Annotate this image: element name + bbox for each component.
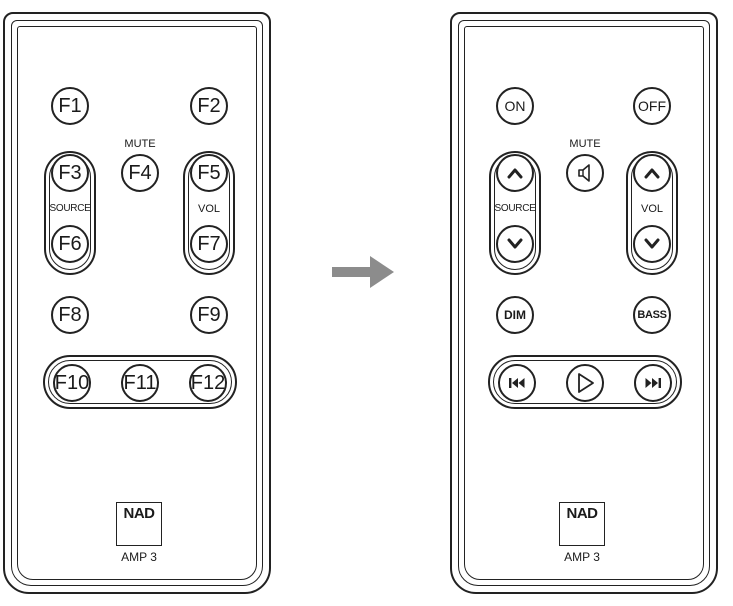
brand-logo-text: NAD <box>123 505 156 522</box>
mute-label: MUTE <box>569 138 601 150</box>
bottom-row-frame <box>43 355 237 409</box>
model-label: AMP 3 <box>121 550 157 564</box>
button-f7[interactable]: F7 <box>190 225 228 263</box>
dim-button[interactable]: DIM <box>496 296 534 334</box>
button-f5[interactable]: F5 <box>190 154 228 192</box>
skip-back-icon <box>509 378 525 388</box>
skip-forward-button[interactable] <box>634 364 672 402</box>
button-f2[interactable]: F2 <box>190 87 228 125</box>
button-f3[interactable]: F3 <box>51 154 89 192</box>
volume-down-button[interactable] <box>633 225 671 263</box>
model-label: AMP 3 <box>564 550 600 564</box>
brand-logo-text: NAD <box>566 505 599 522</box>
on-button[interactable]: ON <box>496 87 534 125</box>
speaker-mute-icon <box>578 164 590 182</box>
volume-up-icon <box>644 168 660 179</box>
source-down-icon <box>507 238 523 249</box>
transport-frame <box>488 355 682 409</box>
source-up-button[interactable] <box>496 154 534 192</box>
brand-logo: NAD <box>559 502 605 546</box>
source-label: SOURCE <box>49 203 91 214</box>
button-f11[interactable]: F11 <box>121 364 159 402</box>
remote-labeled-keys: ON OFF SOURCE MUTE VOL DIM BASS <box>450 12 718 594</box>
mute-label: MUTE <box>124 138 156 150</box>
source-label: SOURCE <box>494 203 536 214</box>
brand-logo: NAD <box>116 502 162 546</box>
off-button[interactable]: OFF <box>633 87 671 125</box>
skip-back-button[interactable] <box>498 364 536 402</box>
button-f12[interactable]: F12 <box>189 364 227 402</box>
remote-function-keys: F1 F2 F3 SOURCE F6 MUTE F4 F5 VOL F7 F8 … <box>3 12 271 594</box>
source-up-icon <box>507 168 523 179</box>
vol-label: VOL <box>197 203 220 215</box>
play-button[interactable] <box>566 364 604 402</box>
right-arrow-icon <box>330 252 396 292</box>
button-f8[interactable]: F8 <box>51 296 89 334</box>
button-f10[interactable]: F10 <box>53 364 91 402</box>
vol-label: VOL <box>640 203 663 215</box>
skip-forward-icon <box>645 378 661 388</box>
mute-button[interactable] <box>566 154 604 192</box>
button-f1[interactable]: F1 <box>51 87 89 125</box>
volume-down-icon <box>644 238 660 249</box>
button-f9[interactable]: F9 <box>190 296 228 334</box>
button-f4[interactable]: F4 <box>121 154 159 192</box>
button-f6[interactable]: F6 <box>51 225 89 263</box>
bass-button[interactable]: BASS <box>633 296 671 334</box>
volume-up-button[interactable] <box>633 154 671 192</box>
play-icon <box>578 373 594 393</box>
source-down-button[interactable] <box>496 225 534 263</box>
